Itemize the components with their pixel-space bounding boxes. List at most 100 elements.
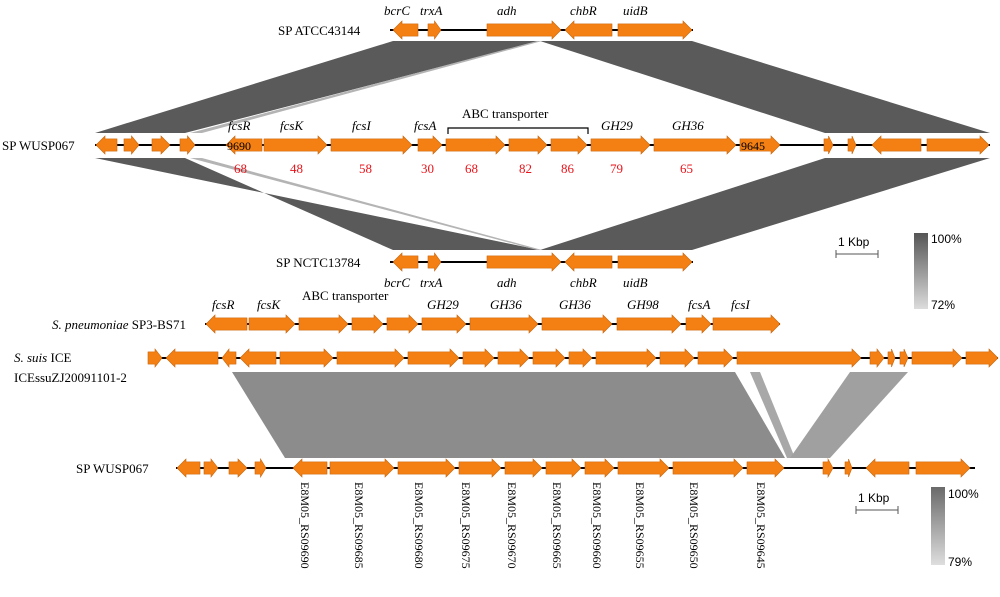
identity-value: 86 (561, 161, 575, 176)
gene-arrow-icon (712, 314, 781, 334)
scale-label-bottom: 1 Kbp (858, 491, 890, 505)
identity-value: 30 (421, 161, 434, 176)
gene-arrow-icon (541, 314, 613, 334)
gene-arrow-icon (427, 20, 442, 40)
gene-arrow-icon (486, 20, 562, 40)
gene-arrow-icon (239, 348, 277, 368)
homology-block (95, 41, 540, 133)
homology-block (190, 158, 542, 250)
gene-arrow-icon (205, 314, 248, 334)
locus-tag: E8M05_RS09680 (412, 482, 426, 569)
identity-gradient-top (914, 233, 928, 309)
gene-arrow-icon (427, 252, 442, 272)
gene-arrow-icon (746, 458, 785, 478)
gene-label-atcc: uidB (623, 3, 648, 18)
gene-label-atcc: bcrC (384, 3, 410, 18)
gene-arrow-icon (595, 348, 657, 368)
gene-arrow-icon (228, 458, 248, 478)
track-label-suis: S. suis ICE (14, 350, 71, 365)
locus-tag: E8M05_RS09665 (550, 482, 564, 569)
gene-arrow-icon (659, 348, 695, 368)
gene-arrow-icon (926, 135, 990, 155)
gene-label-nctc: bcrC (384, 275, 410, 290)
gene-arrow-icon (550, 135, 588, 155)
gene-arrow-icon (568, 348, 593, 368)
gene-arrow-icon (736, 348, 862, 368)
legend-bottom: 1 Kbp 100% 79% (855, 487, 979, 569)
gene-arrow-icon (176, 458, 201, 478)
locus-tag: E8M05_RS09650 (687, 482, 701, 569)
gene-label-wusp-top: fcsI (352, 118, 371, 133)
gene-arrow-icon (564, 252, 613, 272)
track-label-wusp-bottom: SP WUSP067 (76, 461, 149, 476)
locus-tag: E8M05_RS09670 (505, 482, 519, 569)
gene-arrow-icon (887, 348, 896, 368)
gene-arrow-icon (584, 458, 615, 478)
gene-label-nctc: chbR (570, 275, 597, 290)
gene-arrow-icon (616, 314, 682, 334)
gene-arrow-icon (248, 314, 296, 334)
gene-arrow-icon (279, 348, 334, 368)
gene-arrow-icon (445, 135, 506, 155)
gene-label-sp3: GH36 (490, 297, 522, 312)
gene-arrow-icon (469, 314, 539, 334)
gene-arrow-icon (564, 20, 613, 40)
gene-arrow-icon (899, 348, 909, 368)
gene-arrow-icon (458, 458, 502, 478)
gene-arrow-icon (672, 458, 744, 478)
locus-tag: E8M05_RS09675 (459, 482, 473, 569)
gene-arrow-icon (911, 348, 963, 368)
gene-arrow-icon (330, 135, 413, 155)
boundary-left: 9690 (227, 139, 251, 153)
homology-block (95, 158, 540, 250)
identity-value: 48 (290, 161, 303, 176)
identity-value: 82 (519, 161, 532, 176)
track-label-nctc: SP NCTC13784 (276, 255, 361, 270)
gene-arrow-icon (871, 135, 922, 155)
identity-value: 68 (465, 161, 478, 176)
gene-label-nctc: uidB (623, 275, 648, 290)
gene-arrow-icon (617, 20, 693, 40)
gene-arrow-icon (697, 348, 734, 368)
gene-arrow-icon (462, 348, 495, 368)
gene-label-wusp-top: fcsA (414, 118, 436, 133)
gene-arrow-icon (351, 314, 384, 334)
gene-arrow-icon (221, 348, 237, 368)
gene-arrow-icon (865, 458, 910, 478)
gene-label-atcc: trxA (420, 3, 442, 18)
gene-arrow-icon (504, 458, 543, 478)
scale-label-top: 1 Kbp (838, 235, 870, 249)
locus-tag: E8M05_RS09685 (352, 482, 366, 569)
gene-arrow-icon (685, 314, 712, 334)
homology-block (540, 158, 990, 250)
gene-arrow-icon (392, 252, 419, 272)
locus-tag: E8M05_RS09645 (754, 482, 768, 569)
gene-arrow-icon (822, 457, 834, 479)
gene-label-nctc: adh (497, 275, 517, 290)
scale-bar-top: 1 Kbp (835, 235, 879, 258)
gene-arrow-icon (869, 348, 885, 368)
legend-top: 1 Kbp 100% 72% (835, 232, 962, 312)
identity-value: 68 (234, 161, 247, 176)
gene-arrow-icon (532, 348, 566, 368)
gene-arrow-icon (653, 135, 737, 155)
gene-arrow-icon (844, 458, 853, 478)
gene-arrow-icon (497, 348, 530, 368)
gene-arrow-icon (123, 135, 140, 155)
gene-arrow-icon (151, 135, 171, 155)
scale-bar-bottom: 1 Kbp (855, 491, 899, 514)
homology-block (790, 372, 908, 458)
gene-arrow-icon (421, 314, 467, 334)
identity-value: 79 (610, 161, 623, 176)
homology-blocks-nctc (95, 158, 990, 250)
locus-tag: E8M05_RS09660 (590, 482, 604, 569)
identity-max-bottom: 100% (948, 487, 979, 501)
gene-arrow-icon (292, 458, 328, 478)
gene-arrow-icon (95, 135, 118, 155)
gene-label-sp3: fcsK (257, 297, 281, 312)
gene-arrow-icon (147, 348, 163, 368)
gene-arrow-icon (254, 457, 267, 479)
identity-min-top: 72% (931, 298, 955, 312)
gene-arrow-icon (847, 135, 857, 155)
gene-label-atcc: chbR (570, 3, 597, 18)
